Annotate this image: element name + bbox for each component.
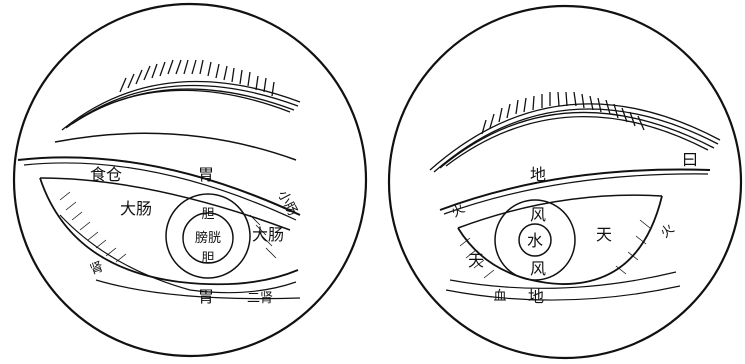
right-eye-panel: 地 曰 火 火 天 天 风 水 风 地 血 xyxy=(389,6,741,358)
left-lower-corner-label: 二肾 xyxy=(247,291,273,306)
left-pupil-top-label: 胆 xyxy=(201,207,214,222)
right-pupil-label: 水 xyxy=(527,231,543,250)
left-eyebrow xyxy=(62,60,300,130)
right-iris-top-label: 风 xyxy=(530,205,546,224)
left-pupil-bottom-label: 胆 xyxy=(201,251,214,266)
right-sclera-left-label: 天 xyxy=(468,251,484,270)
right-upper-lid xyxy=(440,170,710,211)
right-sclera-right-label: 天 xyxy=(596,225,612,244)
right-lower-lid-label: 地 xyxy=(528,287,544,306)
right-outer-corner-label: 火 xyxy=(658,221,678,241)
left-upper-lid xyxy=(18,157,300,215)
left-eye-panel: 胃 食仓 小肠 大肠 大肠 胆 膀胱 胆 胃 肾 二肾 xyxy=(14,4,366,356)
right-iris-bottom-label: 风 xyxy=(530,259,546,278)
left-lower-left-label: 肾 xyxy=(88,259,105,278)
right-upper-corner-label: 曰 xyxy=(682,150,698,169)
left-lower-lid-label: 胃 xyxy=(198,287,214,306)
right-lower-corner-label: 血 xyxy=(493,289,506,304)
left-upper-lid-label-2: 食仓 xyxy=(90,165,122,184)
left-inner-white-left-label: 大肠 xyxy=(120,199,152,218)
left-upper-crease xyxy=(55,133,296,160)
right-eyebrow xyxy=(430,92,720,172)
left-inner-white-right-label: 大肠 xyxy=(252,225,284,244)
left-upper-lid-label-1: 胃 xyxy=(198,165,214,184)
right-eye-circle xyxy=(389,6,741,358)
left-pupil-middle-label: 膀胱 xyxy=(195,230,221,246)
right-upper-lid-label: 地 xyxy=(530,165,546,184)
right-inner-corner-label: 火 xyxy=(449,201,468,220)
